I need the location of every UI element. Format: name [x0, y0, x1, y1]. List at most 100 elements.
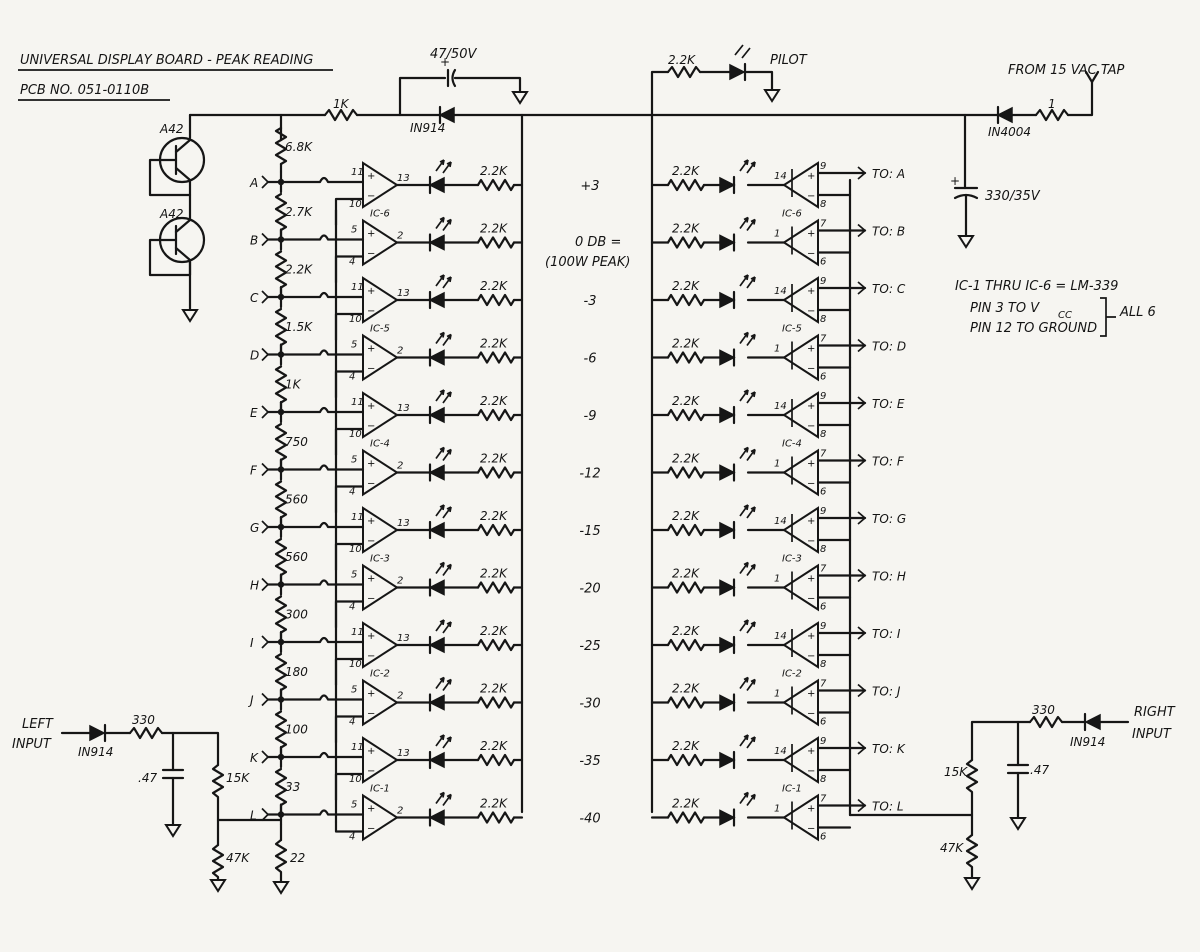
svg-text:+: +: [367, 459, 375, 470]
pin-label: 2: [397, 806, 403, 817]
tap-label: F: [250, 464, 258, 478]
pin-label: 4: [349, 487, 355, 498]
svg-text:−: −: [807, 536, 815, 547]
pin-label: 10: [349, 199, 362, 210]
svg-text:+: +: [367, 689, 375, 700]
source-label: FROM 15 VAC TAP: [1008, 63, 1125, 78]
resistor-label: 15K: [226, 771, 250, 785]
pin-label: 7: [820, 679, 827, 690]
svg-text:−: −: [807, 479, 815, 490]
pin-label: 2: [397, 576, 403, 587]
resistor-label: 2.2K: [672, 394, 700, 408]
ic-label: IC-2: [370, 669, 390, 680]
svg-text:+: +: [807, 459, 815, 470]
resistor-label: 2.2K: [480, 452, 508, 466]
svg-text:+: +: [367, 804, 375, 815]
resistor-label: 2.2K: [672, 452, 700, 466]
tap-label: G: [250, 521, 259, 535]
comparator: [362, 563, 399, 612]
svg-text:−: −: [367, 306, 375, 317]
db-level-label: -9: [584, 409, 597, 424]
svg-text:−: −: [367, 191, 375, 202]
svg-text:+: +: [807, 689, 815, 700]
pin-label: 4: [349, 372, 355, 383]
svg-text:+: +: [807, 574, 815, 585]
diode-label: IN914: [78, 745, 113, 759]
svg-text:+: +: [807, 631, 815, 642]
resistor-label: 15K: [944, 765, 968, 779]
pin-label: 2: [397, 231, 403, 242]
tap-label: K: [250, 751, 259, 765]
resistor-label: 1: [1048, 97, 1056, 111]
resistor-label: 2.2K: [672, 509, 700, 523]
svg-text:−: −: [807, 594, 815, 605]
resistor-label: 2.2K: [480, 222, 508, 236]
output-label: TO: K: [872, 742, 906, 756]
svg-text:+: +: [367, 401, 375, 412]
resistor-label: 2.2K: [672, 624, 700, 638]
pin-label: 5: [351, 570, 357, 581]
svg-text:+: +: [807, 804, 815, 815]
resistor-label: 33: [285, 780, 300, 794]
svg-text:−: −: [807, 766, 815, 777]
pin-label: 11: [351, 167, 364, 178]
tap-label: B: [250, 234, 258, 248]
pin-label: 6: [820, 372, 826, 383]
svg-text:+: +: [807, 229, 815, 240]
pin-label: 10: [349, 544, 362, 555]
note-text: ALL 6: [1119, 305, 1156, 320]
pin-label: 7: [820, 219, 827, 230]
svg-text:+: +: [367, 631, 375, 642]
db-level-label: -40: [579, 812, 600, 827]
tap-label: J: [248, 694, 254, 708]
resistor-label: 330: [1032, 703, 1055, 717]
comparator: [362, 218, 399, 267]
output-label: TO: D: [872, 340, 906, 354]
capacitor-label: 47/50V: [430, 47, 477, 62]
pin-label: 11: [351, 397, 364, 408]
pin-label: 9: [820, 276, 826, 287]
svg-text:+: +: [807, 171, 815, 182]
comparator: [362, 678, 399, 727]
pin-label: 1: [774, 344, 780, 355]
note-subscript: CC: [1058, 310, 1072, 321]
svg-text:−: −: [367, 824, 375, 835]
svg-text:−: −: [807, 421, 815, 432]
note-text: IC-1 THRU IC-6 = LM-339: [955, 279, 1118, 294]
output-label: TO: A: [872, 167, 905, 181]
resistor-label: 47K: [940, 841, 964, 855]
comparator: [782, 621, 819, 669]
resistor-label: 2.2K: [480, 337, 508, 351]
comparator: [782, 563, 819, 612]
resistor-label: 2.2K: [480, 624, 508, 638]
ic-label: IC-5: [782, 324, 802, 335]
ic-label: IC-6: [370, 209, 390, 220]
input-label: RIGHT: [1134, 705, 1176, 720]
output-label: TO: L: [872, 800, 904, 814]
ic-label: IC-4: [782, 439, 802, 450]
db-level-label: -15: [579, 524, 600, 539]
ic-label: IC-1: [370, 784, 390, 795]
pin-label: 6: [820, 832, 826, 843]
pin-label: 1: [774, 689, 780, 700]
resistor-label: 180: [285, 665, 308, 679]
pin-label: 9: [820, 506, 826, 517]
pin-label: 11: [351, 742, 364, 753]
svg-text:−: −: [807, 249, 815, 260]
svg-text:−: −: [367, 479, 375, 490]
comparator: [362, 161, 399, 209]
svg-text:+: +: [367, 344, 375, 355]
resistor-label: 2.2K: [480, 164, 508, 178]
tap-label: D: [250, 349, 259, 363]
db-level-label: -25: [579, 639, 600, 654]
resistor-label: 300: [285, 608, 308, 622]
comparator: [782, 678, 819, 727]
resistor-label: 2.2K: [480, 797, 508, 811]
resistor-label: 100: [285, 723, 308, 737]
pin-label: 6: [820, 717, 826, 728]
pcb-number: PCB NO. 051-0110B: [20, 83, 149, 98]
svg-text:+: +: [440, 55, 450, 69]
ic-label: IC-3: [370, 554, 390, 565]
pin-label: 2: [397, 346, 403, 357]
svg-text:−: −: [367, 594, 375, 605]
